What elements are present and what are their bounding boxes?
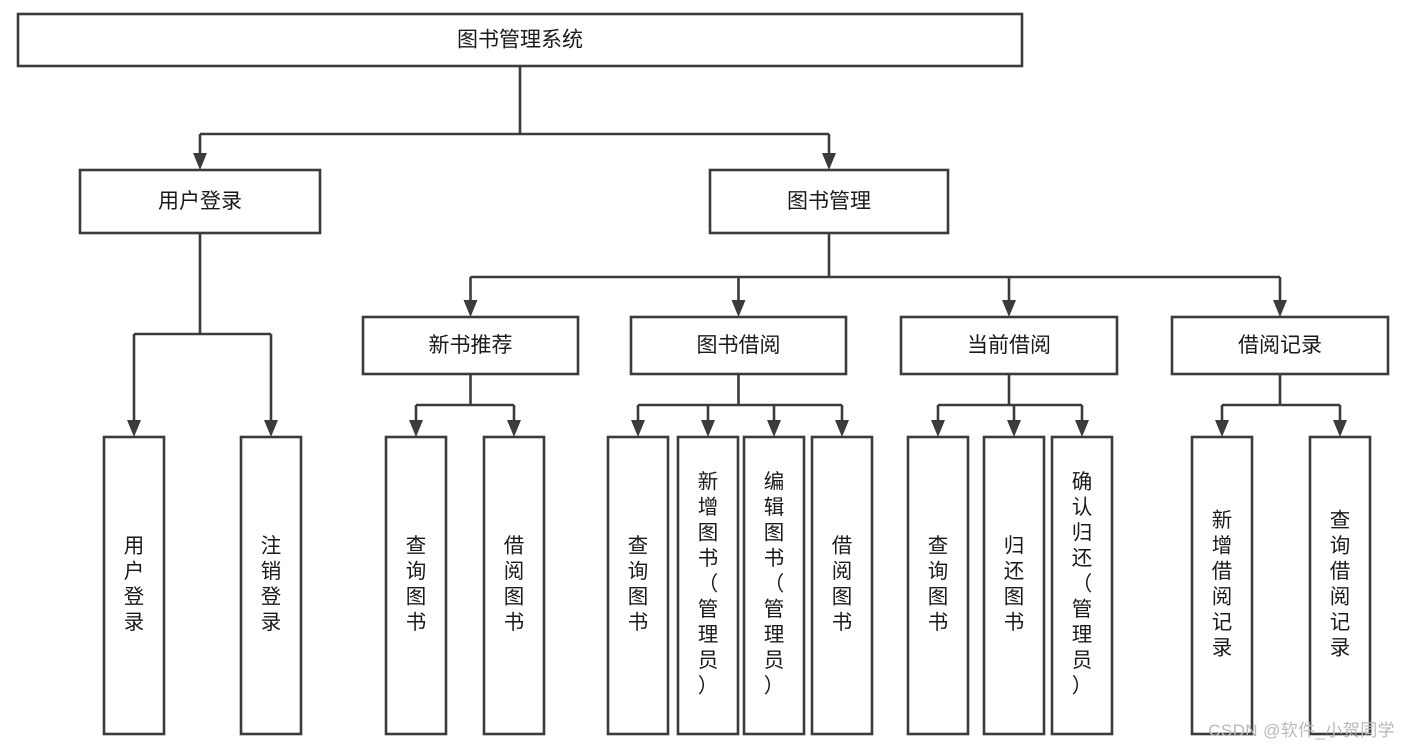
node-label-查询图书: 查询图书 bbox=[406, 535, 427, 635]
node-图书借阅[interactable]: 图书借阅 bbox=[629, 315, 848, 376]
arrow-head-icon bbox=[264, 420, 278, 437]
node-图书管理系统[interactable]: 图书管理系统 bbox=[16, 12, 1024, 68]
node-label-用户登录: 用户登录 bbox=[158, 190, 242, 213]
node-label-用户登录: 用户登录 bbox=[124, 535, 145, 635]
node-编辑图书管理员[interactable]: 编辑图书（管理员） bbox=[742, 435, 806, 736]
node-用户登录[interactable]: 用户登录 bbox=[78, 168, 322, 235]
arrow-head-icon bbox=[1333, 420, 1347, 437]
node-box-查询图书[interactable] bbox=[606, 435, 670, 736]
node-box-查询图书[interactable] bbox=[384, 435, 448, 736]
node-box-新书推荐[interactable] bbox=[361, 315, 580, 376]
node-注销登录[interactable]: 注销登录 bbox=[239, 435, 303, 736]
node-新增图书管理员[interactable]: 新增图书（管理员） bbox=[676, 435, 740, 736]
node-box-注销登录[interactable] bbox=[239, 435, 303, 736]
node-box-图书借阅[interactable] bbox=[629, 315, 848, 376]
arrow-head-icon bbox=[127, 420, 141, 437]
arrow-head-icon bbox=[1002, 300, 1016, 317]
node-查询图书[interactable]: 查询图书 bbox=[606, 435, 670, 736]
arrow-head-icon bbox=[931, 420, 945, 437]
node-box-借阅图书[interactable] bbox=[482, 435, 546, 736]
node-box-新增借阅记录[interactable] bbox=[1190, 435, 1254, 736]
arrow-head-icon bbox=[631, 420, 645, 437]
node-label-查询借阅记录: 查询借阅记录 bbox=[1330, 509, 1351, 660]
node-label-当前借阅: 当前借阅 bbox=[967, 334, 1051, 357]
node-box-确认归还管理员[interactable] bbox=[1050, 435, 1114, 736]
node-box-当前借阅[interactable] bbox=[899, 315, 1119, 376]
node-label-图书借阅: 图书借阅 bbox=[697, 334, 781, 357]
node-label-确认归还管理员: 确认归还（管理员） bbox=[1072, 471, 1093, 698]
node-label-借阅图书: 借阅图书 bbox=[832, 535, 853, 635]
node-查询图书[interactable]: 查询图书 bbox=[906, 435, 970, 736]
node-借阅图书[interactable]: 借阅图书 bbox=[482, 435, 546, 736]
arrow-head-icon bbox=[1215, 420, 1229, 437]
watermark-text: CSDN @软件_小贺同学 bbox=[1208, 721, 1395, 740]
node-借阅记录[interactable]: 借阅记录 bbox=[1170, 315, 1390, 376]
node-label-编辑图书管理员: 编辑图书（管理员） bbox=[764, 471, 785, 698]
node-label-借阅记录: 借阅记录 bbox=[1238, 334, 1322, 357]
node-label-借阅图书: 借阅图书 bbox=[504, 535, 525, 635]
node-借阅图书[interactable]: 借阅图书 bbox=[810, 435, 874, 736]
arrow-head-icon bbox=[1273, 300, 1287, 317]
arrow-head-icon bbox=[731, 300, 746, 317]
arrow-head-icon bbox=[767, 420, 781, 437]
node-label-新增图书管理员: 新增图书（管理员） bbox=[698, 471, 719, 698]
node-label-新增借阅记录: 新增借阅记录 bbox=[1212, 509, 1233, 660]
node-label-归还图书: 归还图书 bbox=[1004, 535, 1025, 635]
arrow-head-icon bbox=[1007, 420, 1021, 437]
arrow-head-icon bbox=[409, 420, 423, 437]
node-新增借阅记录[interactable]: 新增借阅记录 bbox=[1190, 435, 1254, 736]
node-label-图书管理: 图书管理 bbox=[787, 190, 871, 213]
node-box-归还图书[interactable] bbox=[982, 435, 1046, 736]
node-label-查询图书: 查询图书 bbox=[628, 535, 649, 635]
node-label-图书管理系统: 图书管理系统 bbox=[457, 29, 583, 52]
arrow-head-icon bbox=[822, 153, 836, 170]
node-layer: 图书管理系统用户登录用户登录注销登录图书管理新书推荐查询图书借阅图书图书借阅查询… bbox=[16, 12, 1390, 736]
node-box-借阅记录[interactable] bbox=[1170, 315, 1390, 376]
arrow-head-icon bbox=[193, 153, 207, 170]
node-当前借阅[interactable]: 当前借阅 bbox=[899, 315, 1119, 376]
arrow-head-icon bbox=[1075, 420, 1089, 437]
node-label-新书推荐: 新书推荐 bbox=[429, 334, 513, 357]
node-label-注销登录: 注销登录 bbox=[261, 535, 282, 635]
node-box-借阅图书[interactable] bbox=[810, 435, 874, 736]
node-图书管理[interactable]: 图书管理 bbox=[708, 168, 950, 235]
node-box-用户登录[interactable] bbox=[102, 435, 166, 736]
arrow-head-icon bbox=[835, 420, 849, 437]
connector-layer bbox=[127, 66, 1347, 437]
node-label-查询图书: 查询图书 bbox=[928, 535, 949, 635]
node-用户登录[interactable]: 用户登录 bbox=[102, 435, 166, 736]
node-新书推荐[interactable]: 新书推荐 bbox=[361, 315, 580, 376]
arrow-head-icon bbox=[463, 300, 478, 317]
node-查询借阅记录[interactable]: 查询借阅记录 bbox=[1308, 435, 1372, 736]
node-box-查询借阅记录[interactable] bbox=[1308, 435, 1372, 736]
node-归还图书[interactable]: 归还图书 bbox=[982, 435, 1046, 736]
node-box-图书管理系统[interactable] bbox=[16, 12, 1024, 68]
node-查询图书[interactable]: 查询图书 bbox=[384, 435, 448, 736]
node-box-图书管理[interactable] bbox=[708, 168, 950, 235]
arrow-head-icon bbox=[507, 420, 521, 437]
node-box-编辑图书管理员[interactable] bbox=[742, 435, 806, 736]
arrow-head-icon bbox=[701, 420, 715, 437]
node-box-用户登录[interactable] bbox=[78, 168, 322, 235]
node-box-新增图书管理员[interactable] bbox=[676, 435, 740, 736]
node-box-查询图书[interactable] bbox=[906, 435, 970, 736]
node-确认归还管理员[interactable]: 确认归还（管理员） bbox=[1050, 435, 1114, 736]
